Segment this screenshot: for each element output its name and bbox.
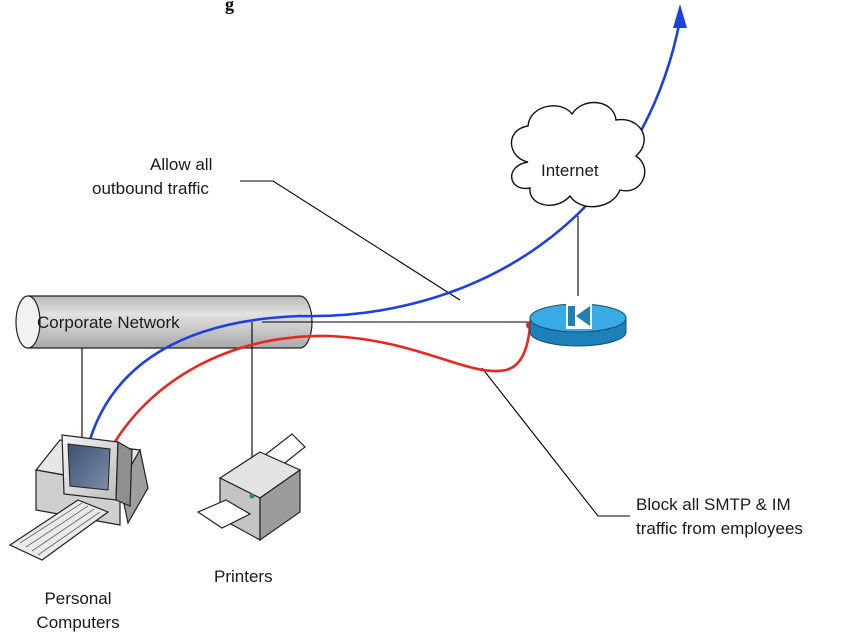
connector-lines xyxy=(81,180,630,517)
block-label-line2: traffic from employees xyxy=(636,519,803,538)
network-pipe-icon xyxy=(15,295,313,349)
block-callout-line xyxy=(481,367,630,517)
clipped-heading: g xyxy=(225,0,234,14)
allow-label-line1: Allow all xyxy=(150,155,213,174)
personal-computers-label-line1: Personal xyxy=(44,589,112,608)
computer-icon xyxy=(8,434,149,561)
printers-label: Printers xyxy=(214,567,273,586)
printer-icon xyxy=(196,433,306,542)
arrow-up-icon xyxy=(673,4,687,28)
internet-label: Internet xyxy=(541,161,599,180)
block-label-line1: Block all SMTP & IM xyxy=(636,495,791,514)
allow-label-line2: outbound traffic xyxy=(92,179,209,198)
cloud-icon xyxy=(510,101,646,208)
corporate-network-label: Corporate Network xyxy=(37,313,180,332)
block-traffic-path xyxy=(108,325,532,451)
router-icon xyxy=(529,303,627,347)
personal-computers-label-line2: Computers xyxy=(36,613,120,632)
allow-traffic-path xyxy=(85,19,682,451)
allow-callout-line xyxy=(240,180,461,301)
